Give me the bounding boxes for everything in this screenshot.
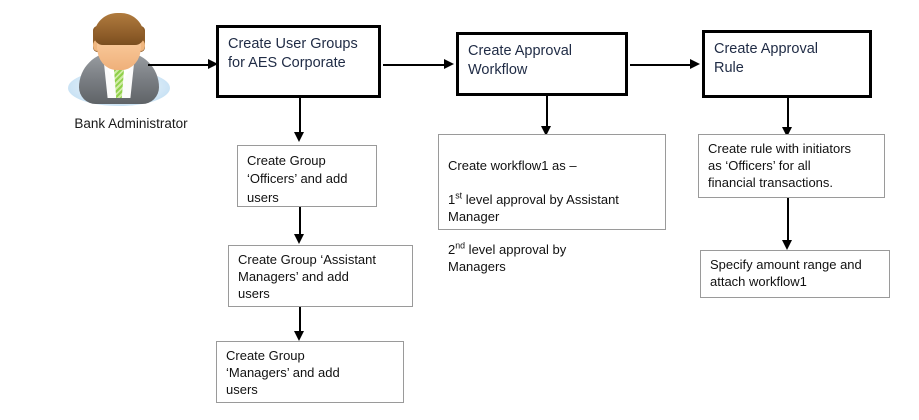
node-workflow1-definition[interactable]: Create workflow1 as – 1st level approval…	[438, 134, 666, 274]
node-group-assistant-managers-label: Create Group ‘Assistant Managers’ and ad…	[238, 252, 377, 301]
node-amount-range-attach-label: Specify amount range and attach workflow…	[710, 257, 862, 289]
actor-bank-administrator: Bank Administrator	[56, 6, 206, 136]
connector-rule-to-rule-initiators	[787, 98, 789, 130]
arrowhead-assistant-managers-to-managers	[294, 331, 304, 341]
arrowhead-rule-initiators-to-amount-range	[782, 240, 792, 250]
connector-assistant-managers-to-managers	[299, 307, 301, 334]
node-workflow1-definition-label: Create workflow1 as – 1st level approval…	[448, 157, 619, 275]
arrowhead-user-groups-to-workflow	[444, 58, 454, 69]
connector-actor-to-create-user-groups	[148, 64, 210, 66]
avatar-hair	[94, 13, 144, 45]
connector-user-groups-to-workflow	[383, 64, 446, 66]
node-create-approval-workflow[interactable]: Create Approval Workflow	[456, 32, 628, 96]
avatar-ear-right	[138, 40, 145, 51]
connector-officers-to-assistant-managers	[299, 207, 301, 237]
node-rule-initiators[interactable]: Create rule with initiators as ‘Officers…	[698, 134, 885, 198]
arrowhead-user-groups-to-officers	[294, 132, 304, 142]
node-create-approval-workflow-label: Create Approval Workflow	[468, 43, 572, 79]
connector-workflow-to-workflow1-definition	[546, 96, 548, 129]
actor-caption: Bank Administrator	[74, 116, 188, 131]
workflow1-ordinal-first-suffix: st	[455, 190, 463, 201]
node-create-approval-rule[interactable]: Create Approval Rule	[702, 30, 872, 98]
arrowhead-officers-to-assistant-managers	[294, 234, 304, 244]
node-group-managers[interactable]: Create Group ‘Managers’ and add users	[216, 341, 404, 403]
node-group-assistant-managers[interactable]: Create Group ‘Assistant Managers’ and ad…	[228, 245, 413, 307]
arrowhead-workflow-to-workflow1-definition	[541, 126, 551, 136]
node-group-managers-label: Create Group ‘Managers’ and add users	[226, 348, 340, 397]
node-group-officers[interactable]: Create Group ‘Officers’ and add users	[237, 145, 377, 207]
workflow1-ordinal-second: 2	[448, 242, 456, 258]
connector-rule-initiators-to-amount-range	[787, 198, 789, 242]
node-create-user-groups-label: Create User Groups for AES Corporate	[228, 36, 358, 72]
node-group-officers-label: Create Group ‘Officers’ and add users	[247, 153, 348, 205]
workflow1-ordinal-first: 1	[448, 191, 456, 207]
business-person-avatar-icon	[64, 6, 174, 110]
workflow1-ordinal-second-suffix: nd	[455, 241, 466, 252]
connector-user-groups-to-officers	[299, 98, 301, 134]
node-create-approval-rule-label: Create Approval Rule	[714, 41, 818, 77]
arrowhead-actor-to-create-user-groups	[208, 58, 218, 69]
connector-workflow-to-rule	[630, 64, 692, 66]
node-create-user-groups[interactable]: Create User Groups for AES Corporate	[216, 25, 381, 98]
node-amount-range-attach[interactable]: Specify amount range and attach workflow…	[700, 250, 890, 298]
avatar-ear-left	[93, 40, 100, 51]
arrowhead-workflow-to-rule	[690, 58, 700, 69]
arrowhead-rule-to-rule-initiators	[782, 127, 792, 137]
workflow1-line-1: Create workflow1 as –	[448, 157, 577, 173]
node-rule-initiators-label: Create rule with initiators as ‘Officers…	[708, 141, 852, 190]
avatar-necktie	[114, 64, 124, 98]
